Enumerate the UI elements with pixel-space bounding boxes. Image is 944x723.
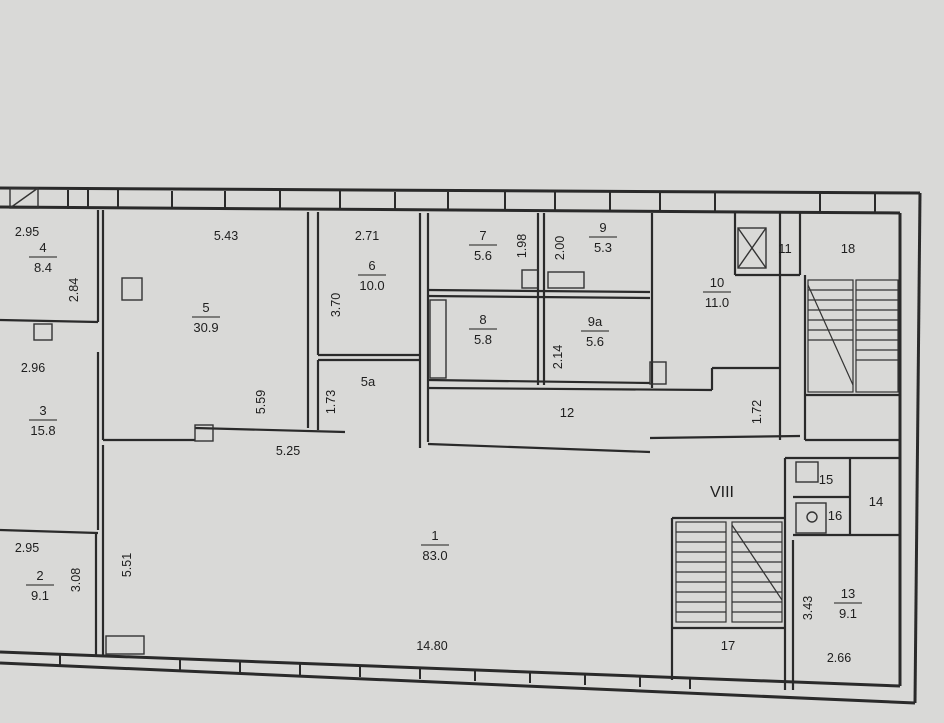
room-number-r9a: 9a (588, 314, 603, 329)
dimension-d11: 2.14 (551, 345, 565, 369)
room-area-r3: 15.8 (30, 423, 55, 438)
room-area-r1: 83.0 (422, 548, 447, 563)
label-r14: 14 (869, 494, 883, 509)
room-area-r2: 9.1 (31, 588, 49, 603)
room-area-r4: 8.4 (34, 260, 52, 275)
dimension-d19: 2.66 (827, 651, 851, 665)
dimension-d14: 2.95 (15, 541, 39, 555)
dimension-d13: 5.25 (276, 444, 300, 458)
label-stair-viii: VIII (710, 484, 734, 501)
staircase-18 (807, 279, 899, 393)
dimension-d3: 2.71 (355, 229, 379, 243)
room-number-r5: 5 (202, 300, 209, 315)
dimension-d12: 1.72 (750, 400, 764, 424)
room-area-r7: 5.6 (474, 248, 492, 263)
room-number-r1: 1 (431, 528, 438, 543)
room-labels: 48.4530.9610.075.695.31011.085.89a5.6315… (26, 220, 862, 621)
room-number-r7: 7 (479, 228, 486, 243)
label-r11: 11 (778, 241, 792, 256)
room-number-r13: 13 (841, 586, 855, 601)
dimension-d5: 1.98 (515, 234, 529, 258)
room-number-r10: 10 (710, 275, 724, 290)
dimension-d2: 5.43 (214, 229, 238, 243)
dimension-d9: 5.59 (254, 390, 268, 414)
dimension-labels: 2.95 5.43 2.71 2.84 1.98 2.00 3.70 2.96 5.59 1.73… (15, 225, 851, 665)
label-r15: 15 (819, 472, 833, 487)
dimension-d10: 1.73 (324, 390, 338, 414)
dimension-d18: 14.80 (416, 639, 447, 653)
label-r17: 17 (721, 638, 735, 653)
label-r5a: 5a (361, 374, 376, 389)
dimension-d4: 2.84 (67, 278, 81, 302)
outer-walls (0, 186, 922, 705)
room-area-r13: 9.1 (839, 606, 857, 621)
room-area-r9: 5.3 (594, 240, 612, 255)
fixtures (9, 187, 827, 655)
room-area-r5: 30.9 (193, 320, 218, 335)
dimension-d8: 2.96 (21, 361, 45, 375)
room-area-r10: 11.0 (705, 295, 729, 310)
staircase-viii (675, 521, 783, 623)
room-area-r8: 5.8 (474, 332, 492, 347)
room-number-r9: 9 (599, 220, 606, 235)
dimension-d15: 5.51 (120, 553, 134, 577)
dimension-d16: 3.08 (69, 568, 83, 592)
room-number-r2: 2 (36, 568, 43, 583)
label-r16: 16 (828, 508, 842, 523)
room-number-r4: 4 (39, 240, 46, 255)
dimension-d7: 3.70 (329, 293, 343, 317)
room-number-r6: 6 (368, 258, 375, 273)
room-area-r9a: 5.6 (586, 334, 604, 349)
label-r12: 12 (560, 405, 574, 420)
room-area-r6: 10.0 (359, 278, 384, 293)
room-number-r8: 8 (479, 312, 486, 327)
interior-walls (0, 210, 900, 690)
dimension-d1: 2.95 (15, 225, 39, 239)
dimension-d6: 2.00 (553, 236, 567, 260)
label-r18: 18 (841, 241, 855, 256)
room-number-r3: 3 (39, 403, 46, 418)
dimension-d17: 3.43 (801, 596, 815, 620)
